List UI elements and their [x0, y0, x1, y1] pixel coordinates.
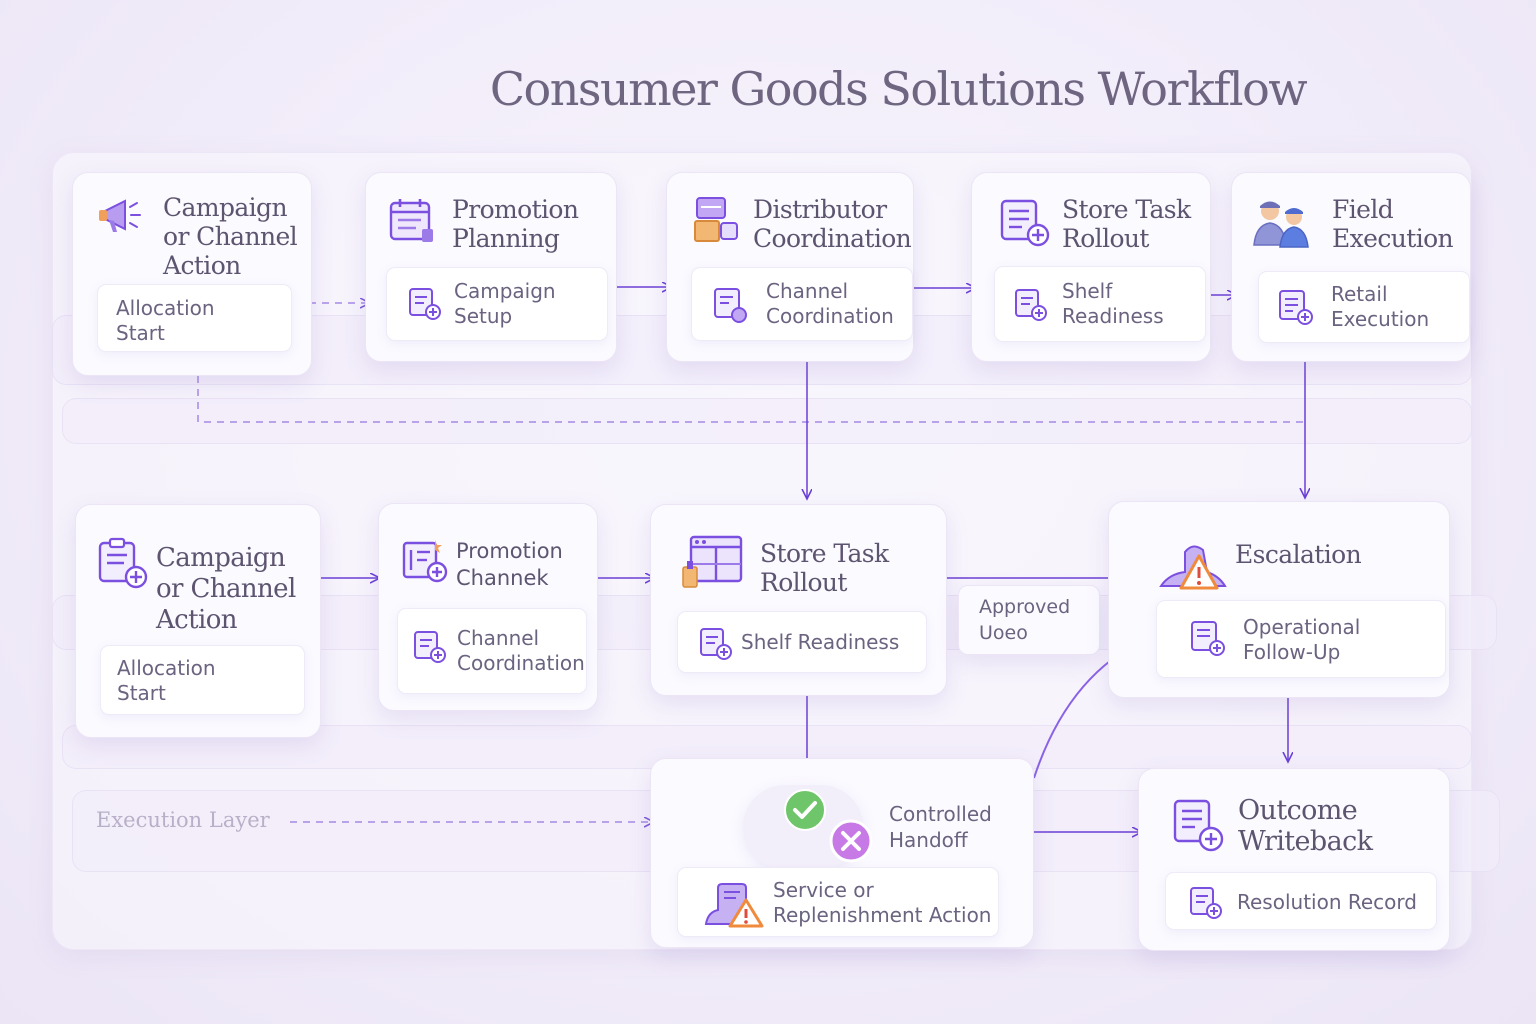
- execution-layer-label: Execution Layer: [96, 808, 270, 832]
- band: [62, 398, 1472, 444]
- calendar-icon: [389, 199, 433, 242]
- card-heading: Outcome Writeback: [1238, 795, 1373, 857]
- sub-card[interactable]: Service or Replenishment Action: [677, 867, 999, 937]
- card-heading: Distributor Coordination: [753, 195, 912, 253]
- sub-card[interactable]: Allocation Start: [97, 284, 292, 352]
- sub-label: Allocation Start: [116, 296, 215, 345]
- card-heading: Campaign or Channel Action: [156, 543, 296, 635]
- handoff-label: Controlled Handoff: [889, 802, 992, 852]
- document-plus-icon: [700, 628, 732, 660]
- distributor-box-icon: [694, 197, 738, 242]
- card-store-task-rollout-2[interactable]: Store Task Rollout Shelf Readiness: [650, 504, 947, 696]
- sub-card[interactable]: Shelf Readiness: [677, 611, 927, 673]
- card-escalation[interactable]: Escalation Operational Follow-Up: [1108, 501, 1450, 698]
- sub-label: Resolution Record: [1237, 890, 1417, 914]
- field-team-icon: [1253, 201, 1309, 248]
- diagram-title: Consumer Goods Solutions Workflow: [489, 62, 1308, 116]
- check-circle-icon: [784, 789, 826, 831]
- card-campaign-action[interactable]: Campaign or Channel Action Allocation St…: [72, 172, 312, 376]
- document-plus-icon: [1000, 199, 1050, 247]
- document-plus-icon: [414, 631, 446, 663]
- document-plus-icon: [1015, 289, 1047, 321]
- document-plus-icon: [409, 288, 441, 320]
- approved-label: Approved Uoeo: [979, 596, 1071, 644]
- sub-card[interactable]: Allocation Start: [100, 645, 305, 715]
- document-plus-icon: [1190, 887, 1222, 919]
- x-circle-icon: [829, 819, 873, 863]
- sub-label: Service or Replenishment Action: [773, 878, 992, 927]
- sub-card[interactable]: Shelf Readiness: [994, 266, 1206, 342]
- card-heading: Escalation: [1235, 540, 1362, 569]
- sub-label: Shelf Readiness: [741, 630, 900, 654]
- megaphone-icon: [99, 199, 141, 232]
- document-plus-icon: [714, 288, 747, 323]
- escalation-warning-icon: [1159, 545, 1227, 590]
- sub-card[interactable]: Resolution Record: [1165, 872, 1437, 930]
- document-plus-icon: [98, 537, 148, 589]
- approved-note: Approved Uoeo: [958, 585, 1100, 655]
- card-distributor-coordination[interactable]: Distributor Coordination Channel Coordin…: [666, 172, 914, 362]
- store-window-icon: [682, 535, 743, 588]
- sub-label: Channel Coordination: [766, 279, 894, 328]
- sub-card[interactable]: Retail Execution: [1258, 271, 1470, 343]
- sub-card[interactable]: Campaign Setup: [386, 267, 608, 341]
- sub-card[interactable]: Operational Follow-Up: [1156, 600, 1446, 678]
- sub-label: Allocation Start: [117, 656, 216, 705]
- document-plus-icon: [1191, 621, 1225, 656]
- document-plus-icon: [1173, 799, 1224, 852]
- card-heading: Store Task Rollout: [1062, 195, 1191, 253]
- sub-label: Retail Execution: [1331, 282, 1430, 331]
- sub-label: Operational Follow-Up: [1243, 615, 1361, 664]
- card-field-execution[interactable]: Field Execution Retail Execution: [1231, 172, 1471, 362]
- card-heading: Promotion Planning: [452, 195, 579, 253]
- sub-label: Channel Coordination: [457, 626, 585, 675]
- card-campaign-action-2[interactable]: Campaign or Channel Action Allocation St…: [75, 504, 321, 738]
- card-promotion-planning[interactable]: Promotion Planning Campaign Setup: [365, 172, 617, 362]
- sub-card[interactable]: Channel Coordination: [691, 267, 913, 341]
- sub-card[interactable]: Channel Coordination: [397, 608, 587, 694]
- card-outcome-writeback[interactable]: Outcome Writeback Resolution Record: [1138, 768, 1450, 951]
- checklist-icon: [402, 540, 448, 583]
- sub-label: Shelf Readiness: [1062, 279, 1164, 328]
- card-store-task-rollout[interactable]: Store Task Rollout Shelf Readiness: [971, 172, 1211, 362]
- warning-document-icon: [704, 883, 764, 928]
- card-heading: Field Execution: [1332, 195, 1454, 253]
- sub-label: Campaign Setup: [454, 279, 556, 328]
- card-heading: Campaign or Channel Action: [163, 193, 298, 280]
- document-plus-icon: [1279, 290, 1313, 325]
- card-heading: Promotion Channek: [456, 539, 563, 590]
- card-promotion-channel[interactable]: Promotion Channek Channel Coordination: [378, 503, 598, 711]
- card-heading: Store Task Rollout: [760, 539, 889, 597]
- card-controlled-handoff[interactable]: Controlled Handoff Service or Replenishm…: [650, 758, 1034, 948]
